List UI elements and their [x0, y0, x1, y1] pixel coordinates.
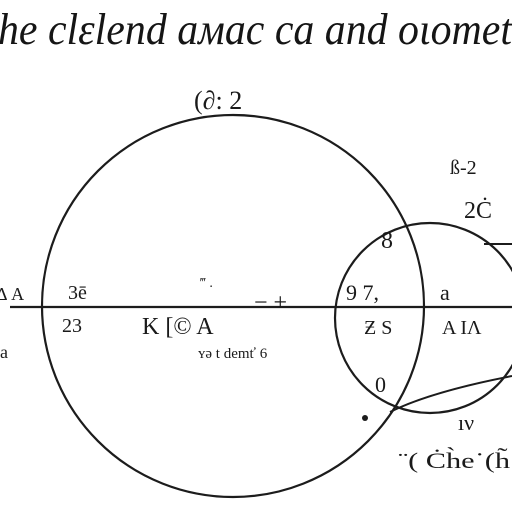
- bottom-formula: ¨( Ċh̀e˙(h̃: [398, 448, 510, 473]
- small-circle: [333, 221, 512, 415]
- left-tick-top-label: 3ē: [68, 282, 87, 304]
- diagram-title: he clεlend aмac ca and oιomet: [0, 5, 512, 54]
- lower-right-curve: [389, 375, 512, 413]
- mid-lower-label: Ƶ S: [364, 317, 392, 339]
- right-axis-upper-label: a: [440, 280, 450, 305]
- far-left-bottom-label: a: [0, 342, 8, 362]
- intersection-point: [362, 415, 368, 421]
- right-bottom-label: ıν: [458, 410, 474, 435]
- right-lower-inner-label: 0: [375, 372, 386, 397]
- right-upper-inner-label: 8: [381, 228, 393, 254]
- right-mid-label: 2Ċ: [464, 198, 492, 224]
- right-top-label: ß-2: [450, 157, 477, 179]
- center-plus-label: − +: [254, 290, 287, 316]
- top-label: (∂: 2: [194, 86, 242, 115]
- left-tick-bottom-label: 23: [62, 315, 82, 337]
- right-axis-lower-label: A IɅ: [442, 317, 482, 339]
- center-top-dots: ‴ .: [200, 276, 213, 291]
- center-caption: ʏə t demť 6: [198, 346, 268, 362]
- far-left-top-label: Δ A: [0, 284, 24, 304]
- center-symbols-label: K [© A: [142, 314, 214, 340]
- mid-upper-label: 9 7,: [346, 280, 379, 305]
